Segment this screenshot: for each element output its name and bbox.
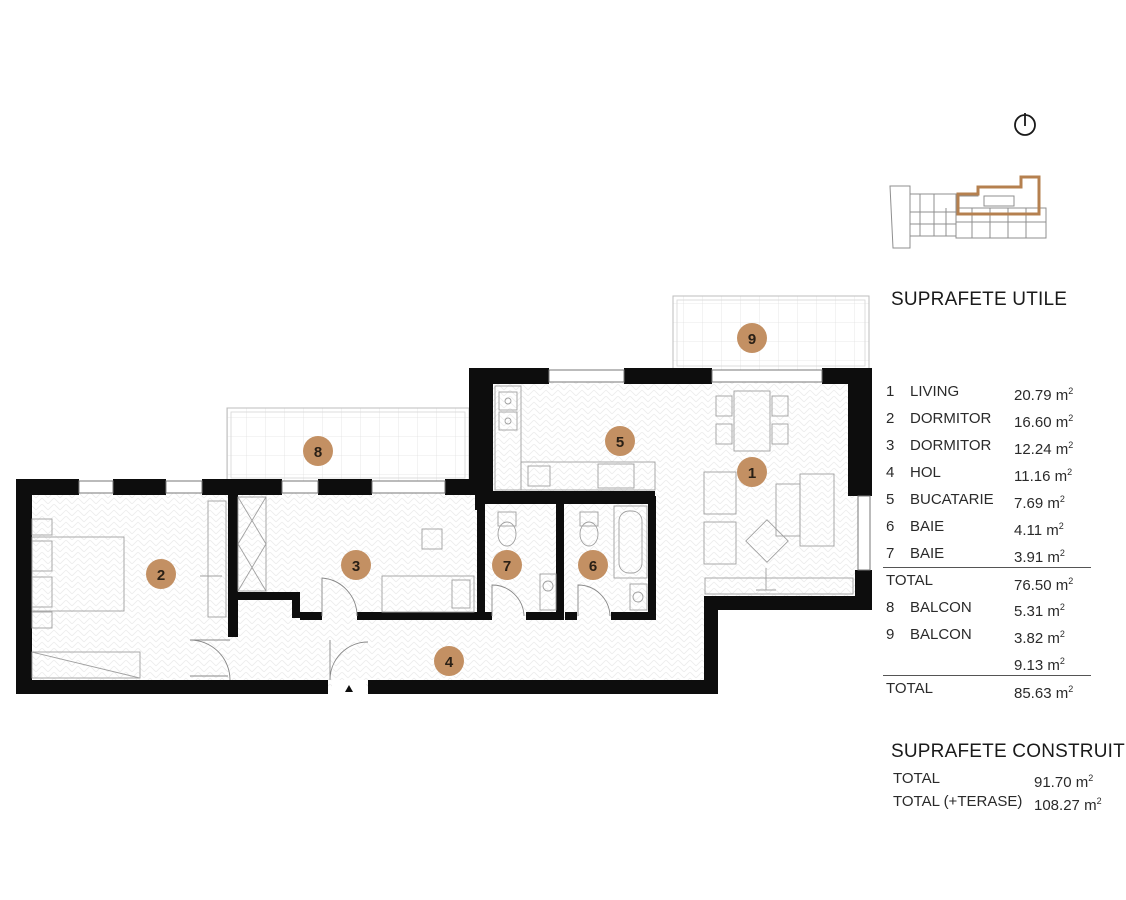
room-number: 3 [886,437,895,454]
svg-text:9: 9 [748,331,756,348]
room-row-7: 7 BAIE 3.91 m2 [883,540,1091,567]
svg-text:3: 3 [352,558,360,575]
construite-heading: SUPRAFETE CONSTRUITE [891,741,1126,762]
doors [189,577,611,681]
room-row-3: 3 DORMITOR 12.24 m2 [883,432,1091,459]
room-row-2: 2 DORMITOR 16.60 m2 [883,405,1091,432]
bathroom-6-fixtures [579,505,648,611]
construite-label: TOTAL [893,770,940,787]
apartment-highlight [956,175,1041,216]
room-badges: 1 2 3 4 5 6 7 8 [146,323,767,676]
room-area: 4.11 m2 [1014,521,1064,539]
room-name: DORMITOR [910,410,992,427]
room-badge-4: 4 [434,646,464,676]
bathroom-7-fixtures [497,511,557,611]
room-name: HOL [910,464,941,481]
room-number: 8 [886,599,895,616]
svg-text:4: 4 [445,654,454,671]
room-area: 3.91 m2 [1014,548,1065,566]
grand-total-row: TOTAL 85.63 m2 [883,675,1091,702]
svg-text:1: 1 [748,465,756,482]
room-name: BUCATARIE [910,491,994,508]
room-area: 12.24 m2 [1014,440,1074,458]
interior-walls [228,480,656,637]
room-badge-1: 1 [737,457,767,487]
exterior-walls [16,368,872,694]
room-area: 11.16 m2 [1014,467,1073,485]
svg-text:8: 8 [314,444,322,461]
room-row-6: 6 BAIE 4.11 m2 [883,513,1091,540]
utile-area-table: 1 LIVING 20.79 m2 2 DORMITOR 16.60 m2 3 … [883,378,1091,702]
living-furniture [703,390,854,595]
construite-label: TOTAL (+TERASE) [893,793,1023,810]
room-name: BAIE [910,545,945,562]
room-number: 7 [886,545,895,562]
construite-area-table: TOTAL 91.70 m2 TOTAL (+TERASE) 108.27 m2 [893,767,1123,814]
svg-text:5: 5 [616,434,624,451]
room-badge-3: 3 [341,550,371,580]
room-name: BALCON [910,626,972,643]
room-name: DORMITOR [910,437,992,454]
room-area: 16.60 m2 [1014,413,1074,431]
bedroom-2-furniture [31,500,227,679]
room-badge-8: 8 [303,436,333,466]
room-number: 4 [886,464,895,481]
balcony-9 [672,295,870,371]
room-number: 9 [886,626,895,643]
balcony-subtotal-area: 9.13 m2 [1014,656,1065,674]
kitchen-furniture [494,385,656,491]
construite-row-total-terase: TOTAL (+TERASE) 108.27 m2 [893,790,1123,814]
room-area: 20.79 m2 [1014,386,1074,404]
grand-total-area: 85.63 m2 [1014,684,1074,702]
room-badge-6: 6 [578,550,608,580]
entrance-arrow-icon [332,680,366,694]
room-name: BALCON [910,599,972,616]
construite-row-total: TOTAL 91.70 m2 [893,767,1123,791]
room-number: 5 [886,491,895,508]
room-row-5: 5 BUCATARIE 7.69 m2 [883,486,1091,513]
total-label: TOTAL [886,572,933,589]
room-badge-5: 5 [605,426,635,456]
room-badge-9: 9 [737,323,767,353]
north-arrow-icon [1014,113,1036,136]
balcony-subtotal-row: 9.13 m2 [883,648,1091,675]
room-number: 1 [886,383,895,400]
room-badge-7: 7 [492,550,522,580]
room-badge-2: 2 [146,559,176,589]
svg-text:6: 6 [589,558,597,575]
room-number: 6 [886,518,895,535]
room-row-1: 1 LIVING 20.79 m2 [883,378,1091,405]
bedroom-3-furniture [237,496,475,613]
room-number: 2 [886,410,895,427]
total-area: 76.50 m2 [1014,576,1074,594]
room-area: 7.69 m2 [1014,494,1065,512]
room-row-9: 9 BALCON 3.82 m2 [883,621,1091,648]
room-row-4: 4 HOL 11.16 m2 [883,459,1091,486]
windows [78,369,871,571]
room-row-8: 8 BALCON 5.31 m2 [883,594,1091,621]
room-name: BAIE [910,518,945,535]
svg-text:7: 7 [503,558,511,575]
svg-text:2: 2 [157,567,165,584]
total-label: TOTAL [886,680,933,697]
interior-total-row: TOTAL 76.50 m2 [883,567,1091,594]
construite-area: 108.27 m2 [1034,796,1102,814]
balcony-8 [226,407,470,483]
utile-heading: SUPRAFETE UTILE [891,289,1068,310]
construite-area: 91.70 m2 [1034,773,1094,791]
room-name: LIVING [910,383,960,400]
room-area: 5.31 m2 [1014,602,1065,620]
room-area: 3.82 m2 [1014,629,1065,647]
